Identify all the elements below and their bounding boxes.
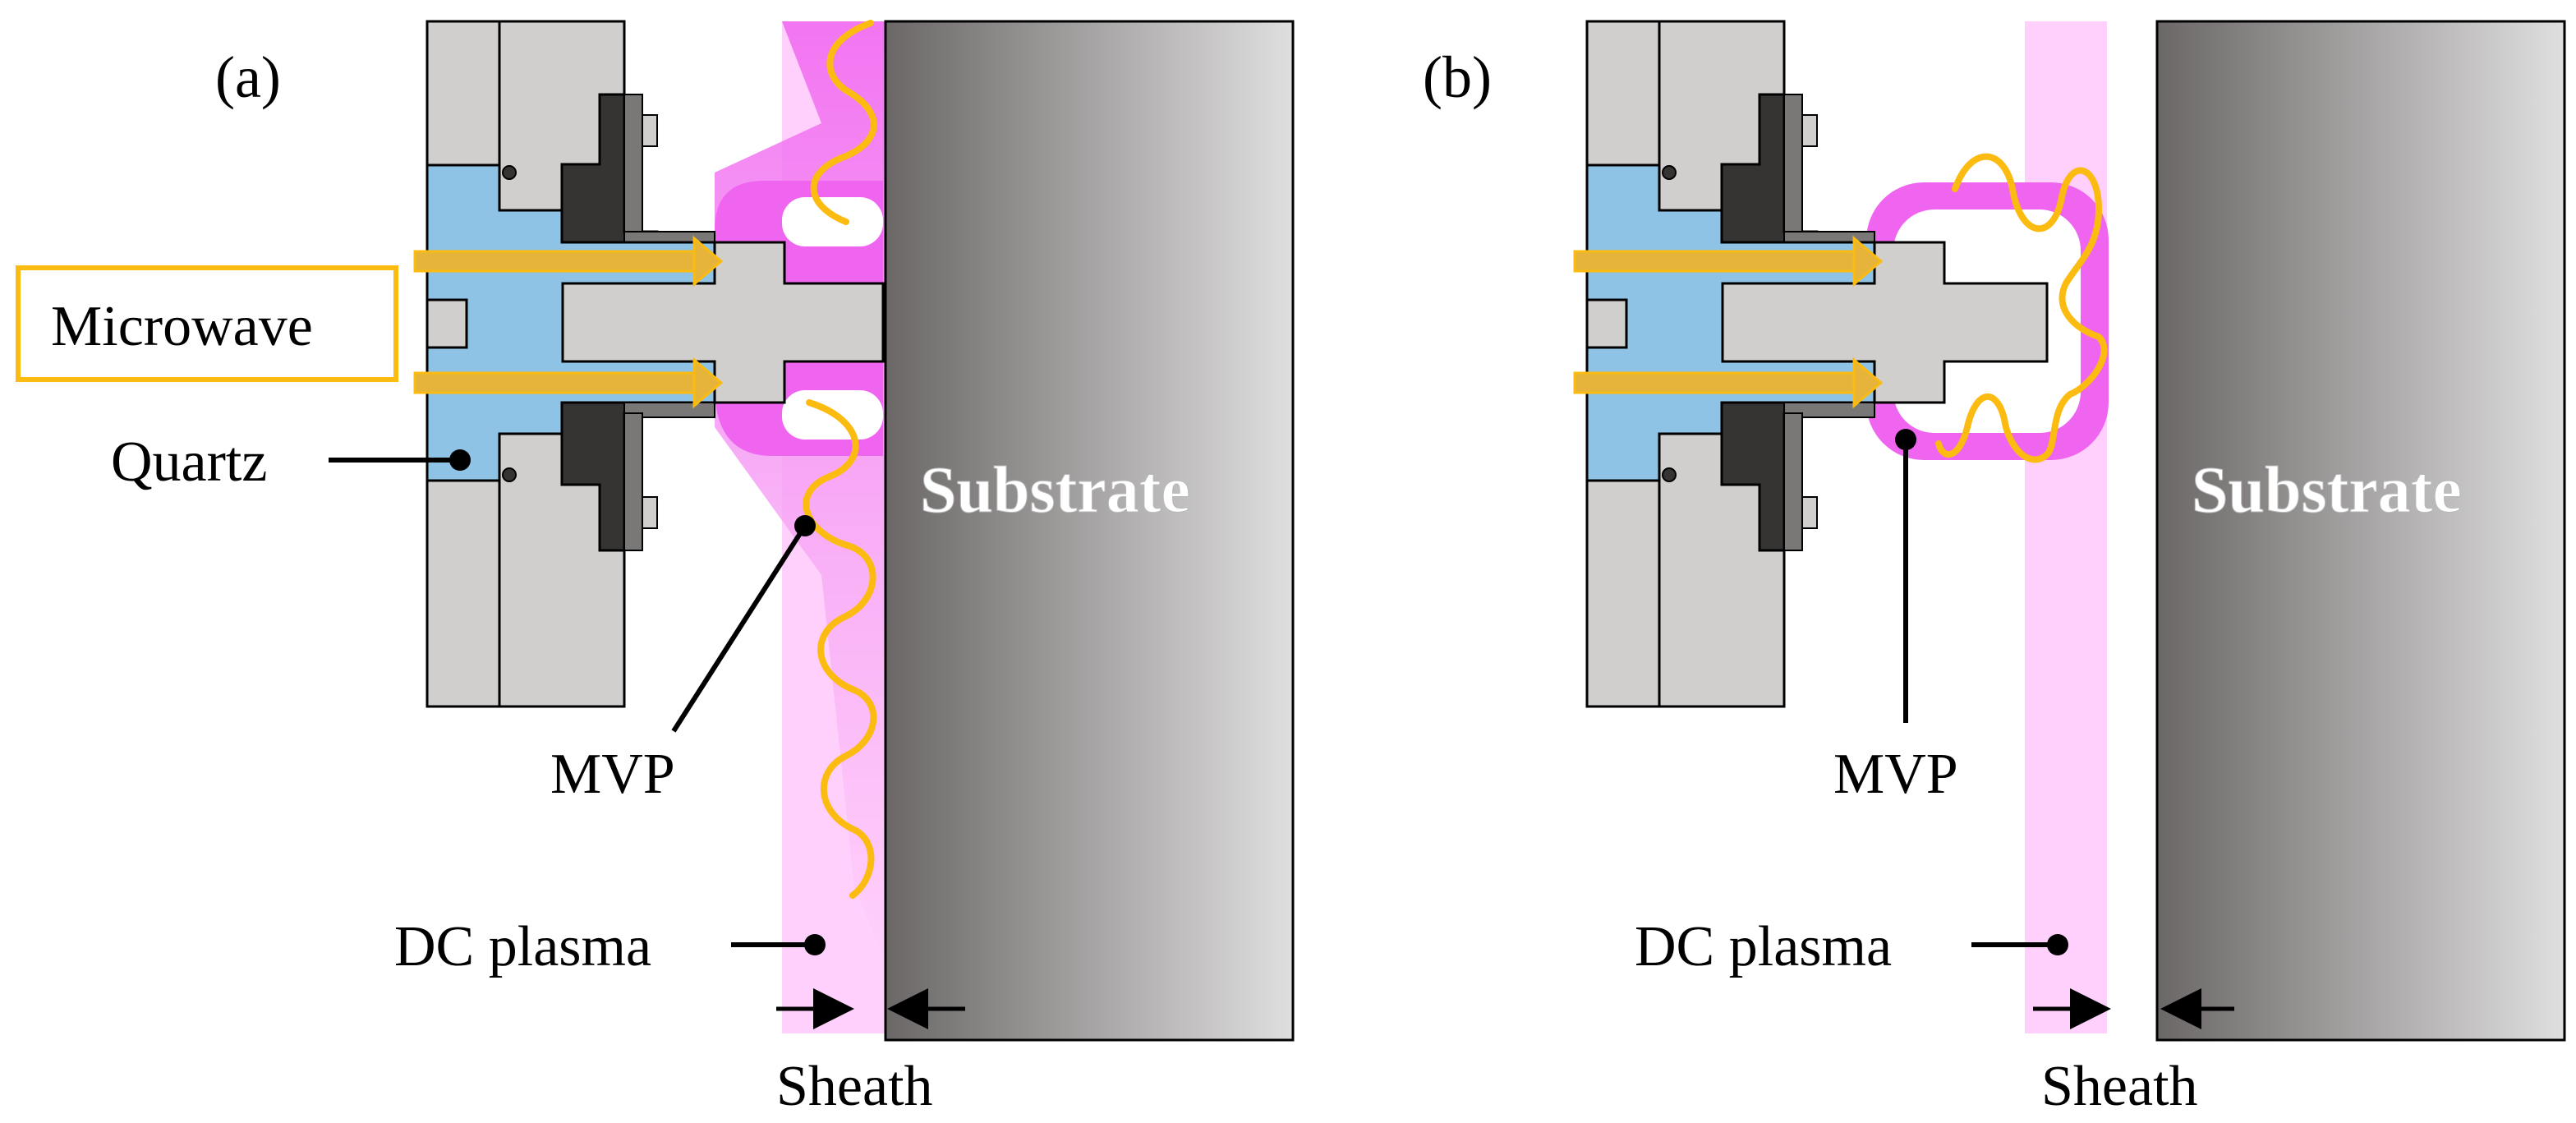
- microwave-arrows: [413, 235, 724, 409]
- small-block: [426, 298, 468, 349]
- center-rod: [561, 241, 885, 404]
- mvp-label: MVP: [550, 743, 675, 806]
- microwave-label: Microwave: [51, 295, 313, 358]
- microwave-arrows: [1573, 235, 1884, 409]
- electrode-upper: [426, 20, 715, 247]
- panel-label: (b): [1423, 44, 1492, 110]
- quartz-leader-dot: [449, 449, 471, 471]
- panel-a: Substrate: [16, 20, 1295, 1118]
- dc-plasma-label: DC plasma: [1635, 915, 1892, 978]
- mvp-leader: [671, 524, 807, 733]
- small-block: [1585, 298, 1628, 349]
- substrate-label: Substrate: [920, 454, 1190, 527]
- dc-plasma-region: [2025, 21, 2107, 1033]
- electrode-lower: [426, 401, 715, 708]
- microwave-box: [16, 265, 398, 382]
- panel-label: (a): [215, 44, 281, 110]
- mvp-label: MVP: [1833, 743, 1958, 806]
- wave-lower: [1935, 334, 2108, 463]
- center-rod: [1721, 241, 2049, 404]
- dc-plasma-leader-dot: [804, 934, 826, 955]
- dc-plasma-leader-dot: [2047, 934, 2068, 955]
- wave-upper: [1952, 153, 2103, 340]
- wave-lower: [803, 399, 877, 899]
- sheath-label: Sheath: [2041, 1055, 2198, 1118]
- quartz-label: Quartz: [111, 430, 267, 494]
- substrate-label: Substrate: [2192, 454, 2462, 527]
- substrate: [2155, 20, 2566, 1042]
- mvp-leader-dot: [794, 515, 816, 536]
- electrode-lower: [1585, 401, 1875, 708]
- sheath-label: Sheath: [776, 1055, 933, 1118]
- panel-b: Substrate: [1423, 20, 2566, 1118]
- mvp-leader-dot: [1895, 429, 1916, 450]
- substrate: [884, 20, 1295, 1042]
- dc-plasma-label: DC plasma: [394, 915, 651, 978]
- electrode-upper: [1585, 20, 1875, 247]
- wave-upper: [810, 20, 877, 225]
